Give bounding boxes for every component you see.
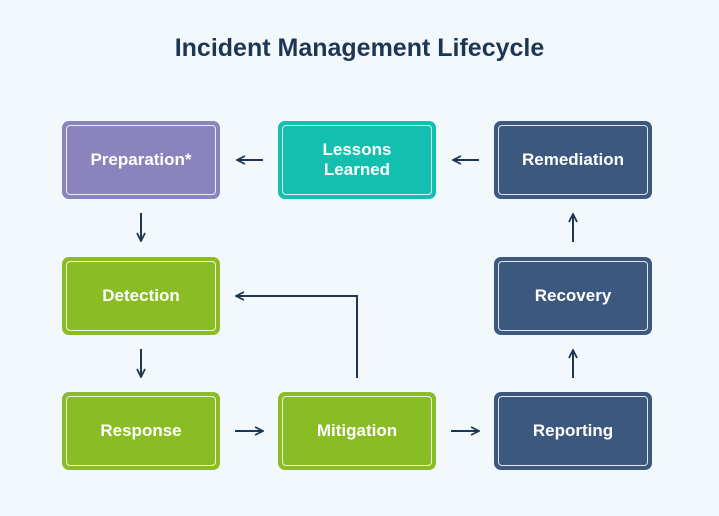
detection-box: Detection <box>62 257 220 335</box>
preparation-box: Preparation* <box>62 121 220 199</box>
arrow-mitigation-to-detection <box>236 296 358 378</box>
reporting-box: Reporting <box>494 392 652 470</box>
mitigation-label: Mitigation <box>316 421 398 440</box>
preparation-label: Preparation* <box>90 150 192 169</box>
recovery-box: Recovery <box>494 257 652 335</box>
diagram-title: Incident Management Lifecycle <box>174 34 545 62</box>
mitigation-box: Mitigation <box>278 392 436 470</box>
recovery-label: Recovery <box>534 286 612 305</box>
remediation-box: Remediation <box>494 121 652 199</box>
reporting-label: Reporting <box>532 421 614 440</box>
response-label: Response <box>100 421 182 440</box>
response-box: Response <box>62 392 220 470</box>
lessons-learned-label: Lessons Learned <box>322 140 392 179</box>
detection-label: Detection <box>102 286 180 305</box>
lessons-learned-box: Lessons Learned <box>278 121 436 199</box>
remediation-label: Remediation <box>521 150 625 169</box>
